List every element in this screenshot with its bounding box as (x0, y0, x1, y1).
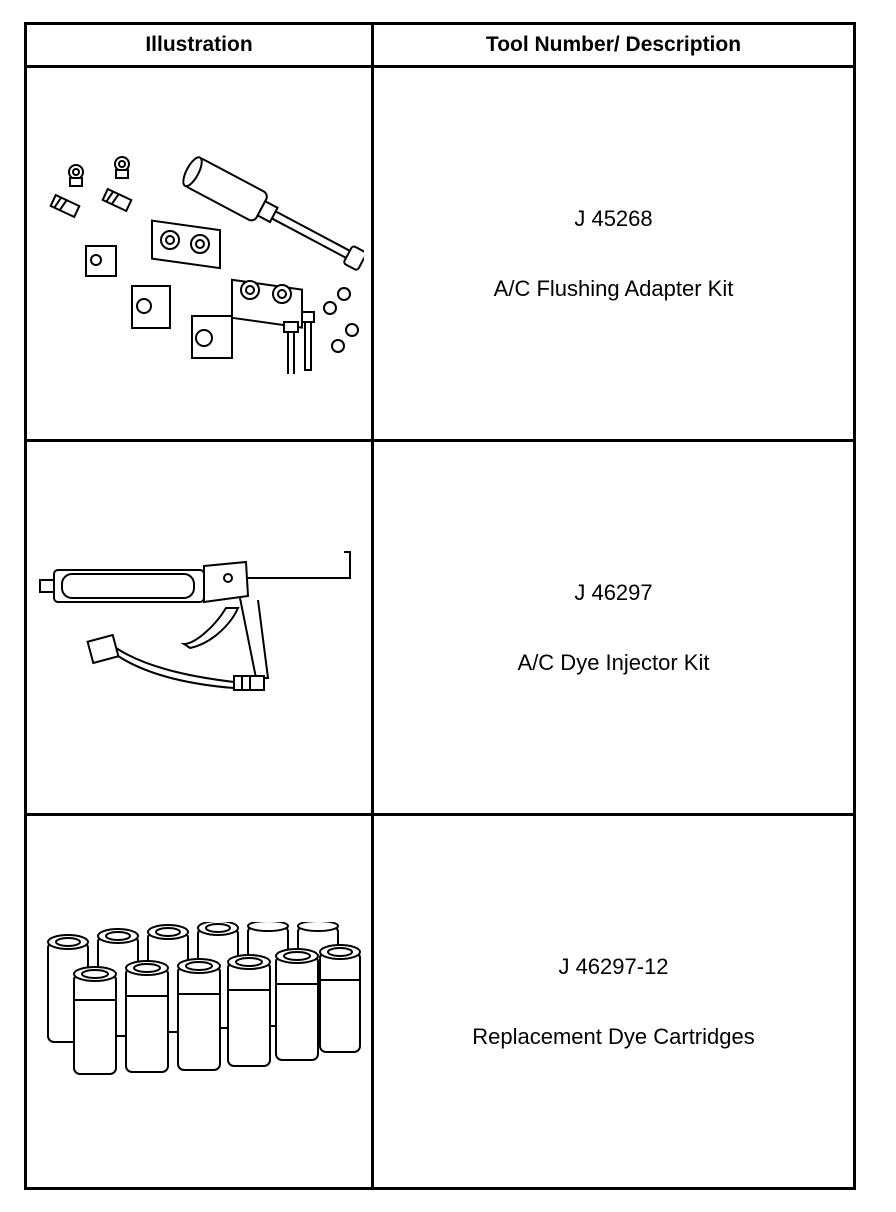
table-row: J 45268 A/C Flushing Adapter Kit (24, 65, 856, 442)
tool-description: Replacement Dye Cartridges (472, 1023, 755, 1049)
description-cell: J 46297 A/C Dye Injector Kit (371, 439, 856, 816)
tool-description: A/C Flushing Adapter Kit (493, 275, 734, 301)
tool-number: J 45268 (574, 205, 653, 231)
table-row: J 46297 A/C Dye Injector Kit (24, 439, 856, 816)
description-cell: J 45268 A/C Flushing Adapter Kit (371, 65, 856, 442)
tool-description: A/C Dye Injector Kit (517, 649, 710, 675)
dye-cartridges-icon (47, 921, 361, 1075)
header-illustration: Illustration (24, 22, 374, 68)
illustration-cell (24, 65, 374, 442)
description-cell: J 46297-12 Replacement Dye Cartridges (371, 813, 856, 1190)
header-tool-description: Tool Number/ Description (371, 22, 856, 68)
header-row: Illustration Tool Number/ Description (24, 22, 856, 68)
tool-number: J 46297 (574, 579, 653, 605)
tool-table: Illustration Tool Number/ Description (24, 22, 856, 1190)
illustration-cell (24, 439, 374, 816)
illustration-cell (24, 813, 374, 1190)
flushing-adapter-kit-icon (49, 155, 364, 374)
dye-injector-gun-icon (39, 550, 351, 691)
table-row: J 46297-12 Replacement Dye Cartridges (24, 813, 856, 1190)
tool-number: J 46297-12 (558, 953, 669, 979)
